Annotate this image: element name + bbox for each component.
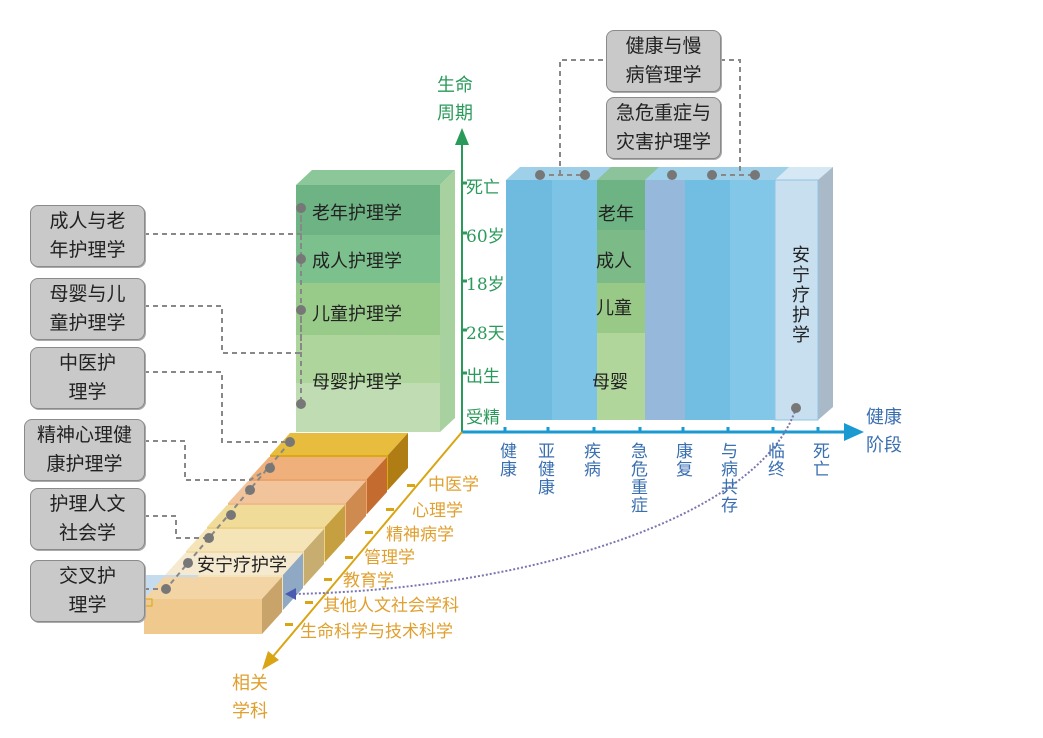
box-chronic-disease-management: 健康与慢病管理学 bbox=[606, 30, 721, 92]
hospice-discipline-label: 安宁疗护学 bbox=[197, 555, 287, 576]
block-psychology-top bbox=[249, 457, 387, 479]
block-tcm-side bbox=[388, 433, 408, 490]
block-management-side bbox=[325, 505, 345, 562]
box-critical-disaster-nursing: 急危重症与灾害护理学 bbox=[606, 97, 721, 159]
block-adult bbox=[296, 235, 440, 283]
discipline-humanities: 其他人文社会学科 bbox=[323, 596, 459, 616]
box-interdisciplinary-nursing: 交叉护理学 bbox=[30, 560, 145, 622]
discipline-tcm: 中医学 bbox=[428, 475, 479, 495]
tick-60: 60岁 bbox=[466, 227, 505, 247]
discipline-arrow bbox=[262, 651, 279, 670]
health-stage-axis-title: 健康阶段 bbox=[866, 407, 902, 456]
block-psychiatry-side bbox=[346, 481, 366, 538]
block-education-top bbox=[186, 529, 324, 551]
box-maternal-child-nursing: 母婴与儿童护理学 bbox=[30, 278, 145, 340]
health-stage-arrow bbox=[844, 423, 864, 441]
hospice-column-label: 安宁疗护学 bbox=[789, 245, 810, 345]
hospice-link-curve bbox=[291, 407, 797, 595]
label-child-nursing: 儿童护理学 bbox=[312, 304, 402, 325]
tick-28d: 28天 bbox=[466, 324, 505, 344]
dashed-connectors bbox=[144, 59, 755, 590]
col-seg-child bbox=[597, 283, 645, 333]
discipline-axis bbox=[269, 431, 463, 661]
health-block-side-face bbox=[818, 167, 833, 420]
col-healthy bbox=[506, 180, 552, 420]
col-coexist bbox=[685, 180, 730, 420]
block-life-science-top bbox=[144, 577, 282, 599]
small-square-marker bbox=[144, 598, 153, 607]
life-cycle-arrow bbox=[455, 128, 469, 145]
block-psychiatry-top bbox=[228, 481, 366, 503]
col-seg-maternal bbox=[597, 333, 645, 420]
stage-terminal: 临终 bbox=[764, 442, 784, 478]
label-maternal-nursing: 母婴护理学 bbox=[312, 372, 402, 393]
col-hospice bbox=[774, 179, 819, 421]
label-elderly-nursing: 老年护理学 bbox=[312, 203, 402, 224]
box-nursing-humanities: 护理人文社会学 bbox=[30, 488, 145, 550]
col-subhealthy bbox=[552, 180, 597, 420]
stage-critical: 急危重症 bbox=[627, 442, 647, 514]
curve-arrowhead bbox=[285, 588, 296, 600]
tick-death: 死亡 bbox=[466, 178, 500, 198]
connector-dots bbox=[161, 170, 801, 594]
health-stage-block bbox=[506, 167, 833, 421]
life-block-top-face bbox=[296, 170, 455, 185]
label-adult-nursing: 成人护理学 bbox=[312, 251, 402, 272]
col-terminal bbox=[730, 180, 775, 420]
discipline-education: 教育学 bbox=[343, 571, 394, 591]
box-adult-elderly-nursing: 成人与老年护理学 bbox=[30, 205, 145, 267]
tick-fertilization: 受精 bbox=[466, 408, 500, 428]
discipline-life-science: 生命科学与技术科学 bbox=[300, 622, 453, 642]
block-psychology-side bbox=[367, 457, 387, 514]
seg-adult: 成人 bbox=[596, 251, 632, 272]
stage-subhealthy: 亚健康 bbox=[534, 442, 554, 496]
stage-death: 死亡 bbox=[809, 442, 829, 478]
stage-coexist: 与病共存 bbox=[717, 442, 737, 514]
discipline-management: 管理学 bbox=[364, 548, 415, 568]
seg-maternal: 母婴 bbox=[592, 372, 628, 393]
block-life-science-side bbox=[262, 577, 282, 634]
life-cycle-axis-title: 生命周期 bbox=[437, 75, 473, 124]
block-humanities-top bbox=[165, 553, 303, 575]
axes bbox=[262, 128, 864, 670]
block-child bbox=[296, 283, 440, 335]
box-tcm-nursing: 中医护理学 bbox=[30, 347, 145, 409]
col-seg-adult bbox=[597, 230, 645, 283]
block-management-top bbox=[207, 505, 345, 527]
block-maternal-lower bbox=[296, 383, 440, 432]
discipline-psychology: 心理学 bbox=[412, 501, 463, 521]
life-cycle-block bbox=[296, 170, 455, 432]
block-maternal bbox=[296, 335, 440, 383]
stage-rehab: 康复 bbox=[672, 442, 692, 478]
tick-birth: 出生 bbox=[466, 367, 500, 387]
life-block-side-face bbox=[440, 170, 455, 432]
seg-elderly: 老年 bbox=[598, 204, 634, 225]
green-column-top bbox=[597, 167, 659, 180]
discipline-axis-title: 相关学科 bbox=[232, 673, 268, 722]
block-tcm-top bbox=[270, 433, 408, 455]
tick-18: 18岁 bbox=[466, 275, 505, 295]
box-mental-health-nursing: 精神心理健康护理学 bbox=[24, 419, 145, 481]
block-elderly bbox=[296, 185, 440, 235]
block-education-side bbox=[304, 529, 324, 586]
seg-child: 儿童 bbox=[596, 298, 632, 319]
block-humanities-side bbox=[283, 553, 303, 610]
block-life-science-front bbox=[144, 599, 262, 634]
stage-disease: 疾病 bbox=[580, 442, 600, 478]
col-rehab bbox=[645, 180, 685, 420]
discipline-psychiatry: 精神病学 bbox=[386, 525, 454, 545]
hospice-column-top bbox=[775, 167, 833, 180]
col-seg-elderly bbox=[597, 180, 645, 230]
stage-healthy: 健康 bbox=[496, 442, 516, 478]
